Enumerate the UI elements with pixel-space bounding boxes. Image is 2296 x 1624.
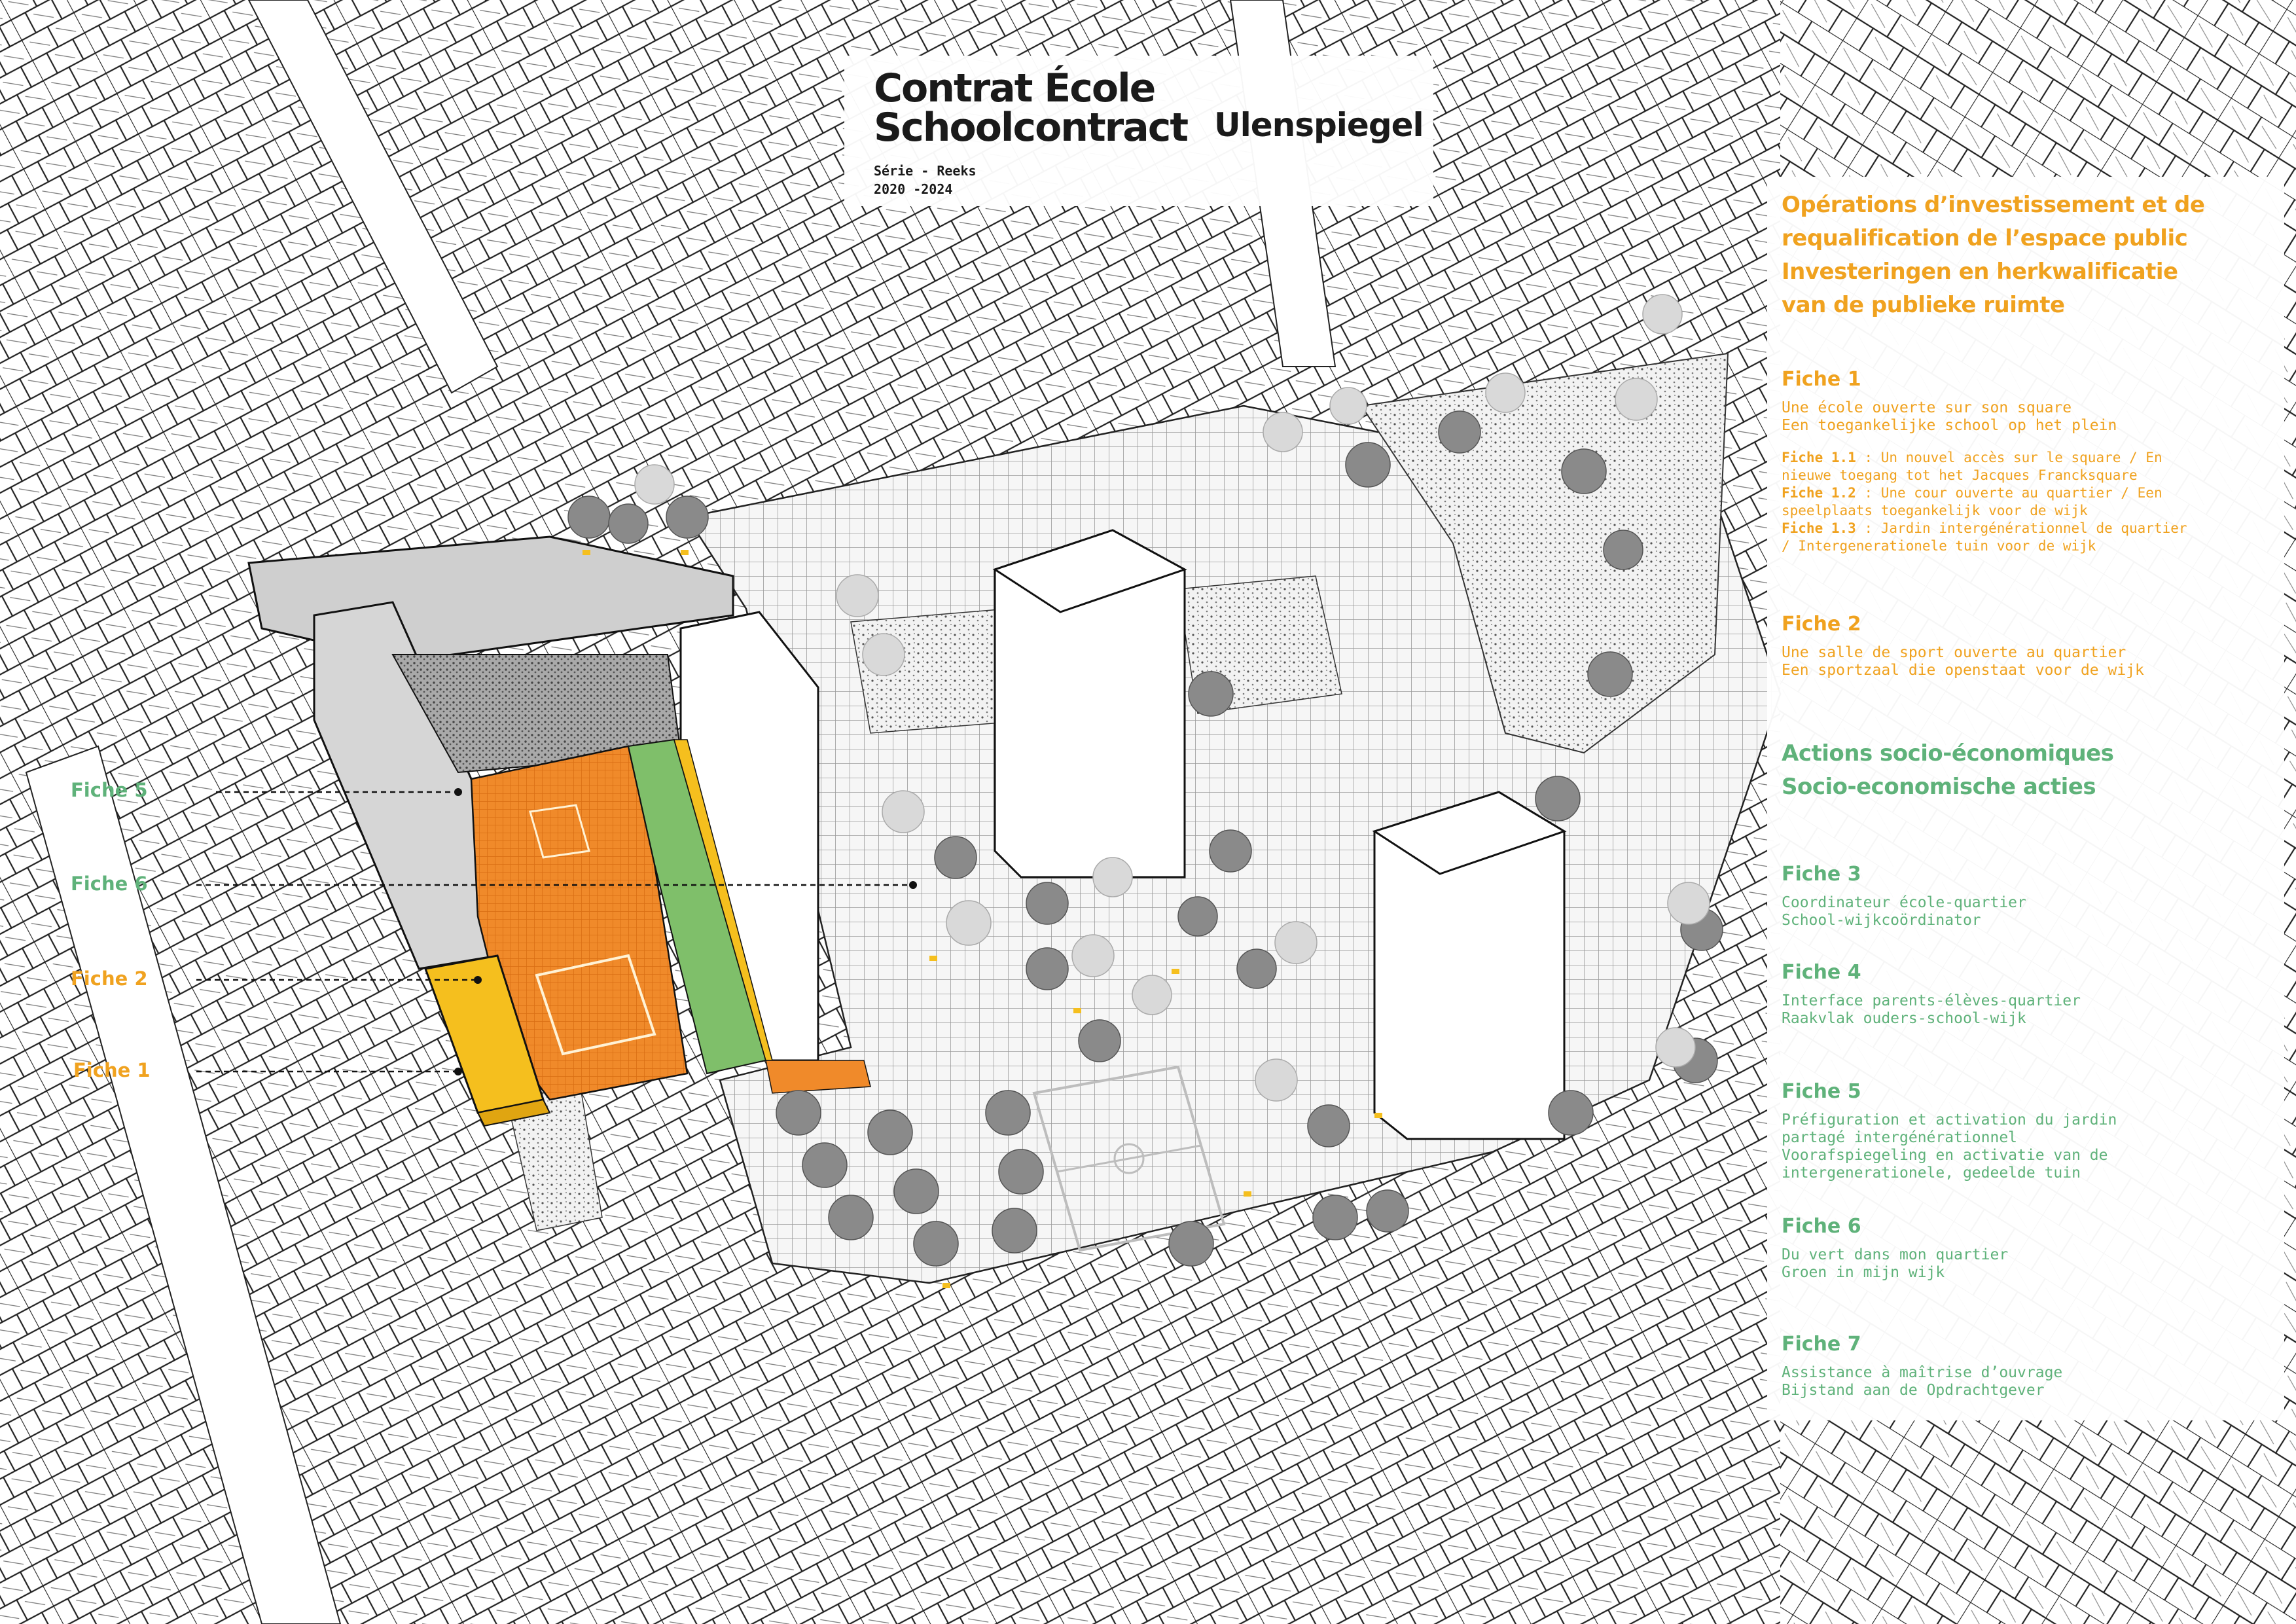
map-label-fiche2: Fiche 2	[71, 967, 148, 990]
map-label-fiche6: Fiche 6	[71, 873, 148, 895]
fiche4-block: Fiche 4 Interface parents-élèves-quartie…	[1782, 961, 2279, 1028]
trees-light	[634, 294, 1710, 1102]
fiche7-line1: Assistance à maîtrise d’ouvrage	[1782, 1364, 2063, 1381]
school-name: Ulenspiegel	[1214, 106, 1424, 144]
series-label: Série - Reeks	[874, 163, 977, 179]
series-years: 2020 -2024	[874, 181, 953, 197]
heading-line: van de publieke ruimte	[1782, 292, 2065, 318]
sports-court	[1032, 1065, 1226, 1252]
fiche6-line1: Du vert dans mon quartier	[1782, 1246, 2009, 1263]
title-nl: Schoolcontract	[874, 105, 1189, 151]
sub-text: / Intergenerationele tuin voor de wijk	[1782, 538, 2096, 554]
fiche7-title: Fiche 7	[1782, 1333, 1861, 1356]
trees	[567, 410, 1723, 1267]
sub-text: speelplaats toegankelijk voor de wijk	[1782, 503, 2088, 518]
title-fr: Contrat École	[874, 65, 1156, 111]
fiche1-block: Fiche 1 Une école ouverte sur son square…	[1782, 368, 2279, 555]
fiche5-line2: partagé intergénérationnel	[1782, 1129, 2018, 1146]
heading-line: Opérations d’investissement et de	[1782, 192, 2205, 218]
park-gravel	[1360, 352, 1729, 754]
fiche1-line1: Une école ouverte sur son square	[1782, 399, 2072, 416]
fiche2-title: Fiche 2	[1782, 613, 1861, 636]
sub-label: Fiche 1.3	[1782, 520, 1856, 536]
fiche5-line3: Voorafspiegeling en activatie van de	[1782, 1147, 2108, 1164]
socio-heading: Actions socio-économiques Socio-economis…	[1782, 737, 2279, 804]
fiche3-title: Fiche 3	[1782, 863, 1861, 886]
leader-dots	[454, 788, 917, 1075]
fiche1-title: Fiche 1	[1782, 368, 1861, 391]
fiche2-line1: Une salle de sport ouverte au quartier	[1782, 644, 2126, 661]
fiche1-subitems: Fiche 1.1 : Un nouvel accès sur le squar…	[1782, 449, 2279, 555]
fiche4-line1: Interface parents-élèves-quartier	[1782, 992, 2081, 1009]
fiche2-line2: Een sportzaal die openstaat voor de wijk	[1782, 662, 2144, 679]
heading-line: requalification de l’espace public	[1782, 225, 2188, 251]
fiche4-line2: Raakvlak ouders-school-wijk	[1782, 1010, 2026, 1027]
fiche3-line2: School-wijkcoördinator	[1782, 912, 1981, 929]
street	[247, 0, 499, 394]
investment-heading: Opérations d’investissement et de requal…	[1782, 189, 2279, 322]
benches	[583, 550, 1382, 1288]
sub-text: : Un nouvel accès sur le square / En	[1856, 450, 2162, 465]
fiche4-title: Fiche 4	[1782, 961, 1861, 984]
fiche7-line2: Bijstand aan de Opdrachtgever	[1782, 1382, 2045, 1399]
street	[25, 745, 342, 1624]
garden	[627, 738, 767, 1075]
fiche5-block: Fiche 5 Préfiguration et activation du j…	[1782, 1080, 2279, 1182]
fiche2-block: Fiche 2 Une salle de sport ouverte au qu…	[1782, 613, 2279, 679]
fiche6-block: Fiche 6 Du vert dans mon quartier Groen …	[1782, 1215, 2279, 1282]
sub-text: : Une cour ouverte au quartier / Een	[1856, 485, 2162, 501]
fiche1-line2: Een toegankelijke school op het plein	[1782, 417, 2117, 434]
heading-line: Investeringen en herkwalificatie	[1782, 259, 2178, 285]
heading-line: Socio-economische acties	[1782, 774, 2096, 800]
map-label-fiche5: Fiche 5	[71, 779, 148, 801]
sub-text: : Jardin intergénérationnel de quartier	[1856, 520, 2187, 536]
fiche5-line1: Préfiguration et activation du jardin	[1782, 1111, 2117, 1128]
fiche5-line4: intergenerationele, gedeelde tuin	[1782, 1164, 2081, 1182]
fiche5-title: Fiche 5	[1782, 1080, 1861, 1103]
heading-line: Actions socio-économiques	[1782, 740, 2114, 767]
fiche6-title: Fiche 6	[1782, 1215, 1861, 1238]
fiche3-block: Fiche 3 Coordinateur école-quartier Scho…	[1782, 863, 2279, 929]
fiche3-line1: Coordinateur école-quartier	[1782, 894, 2026, 911]
fiche7-block: Fiche 7 Assistance à maîtrise d’ouvrage …	[1782, 1333, 2279, 1399]
sub-label: Fiche 1.2	[1782, 485, 1856, 501]
title-block: Contrat École Schoolcontract Série - Ree…	[874, 65, 1189, 198]
leader-lines	[196, 791, 913, 1073]
sub-text: nieuwe toegang tot het Jacques Francksqu…	[1782, 467, 2138, 483]
sub-label: Fiche 1.1	[1782, 450, 1856, 465]
map-label-fiche1: Fiche 1	[73, 1059, 151, 1081]
fiche6-line2: Groen in mijn wijk	[1782, 1264, 1945, 1281]
